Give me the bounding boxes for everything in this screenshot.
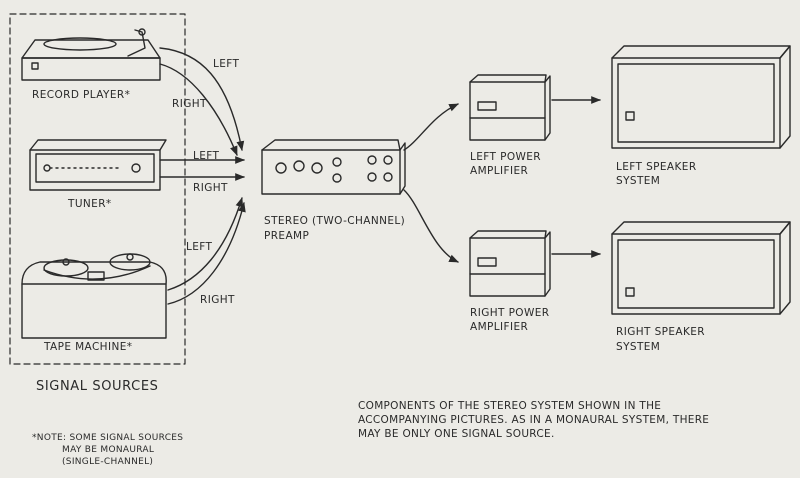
caption-line3: MAY BE ONLY ONE SIGNAL SOURCE. bbox=[358, 428, 555, 440]
tuner-illustration bbox=[29, 139, 167, 191]
left-speaker-label-line1: LEFT SPEAKER bbox=[616, 161, 697, 173]
amp-to-speaker-lines bbox=[551, 96, 601, 258]
left-speaker-illustration bbox=[611, 45, 791, 149]
tape-left-line bbox=[167, 197, 244, 291]
preamp-to-amp-lines bbox=[403, 103, 459, 263]
note-line3: (SINGLE-CHANNEL) bbox=[62, 457, 154, 467]
signal-sources-box bbox=[9, 13, 186, 365]
note-line2: MAY BE MONAURAL bbox=[62, 445, 155, 455]
record-left-line bbox=[159, 47, 245, 151]
left-speaker-label-line2: SYSTEM bbox=[616, 175, 661, 187]
tape-machine-label: TAPE MACHINE* bbox=[44, 341, 133, 353]
tape-right-line bbox=[167, 202, 246, 305]
record-right-line bbox=[159, 63, 238, 156]
caption-line1: COMPONENTS OF THE STEREO SYSTEM SHOWN IN… bbox=[358, 400, 662, 412]
right-speaker-label-line2: SYSTEM bbox=[616, 341, 661, 353]
right-amp-label-line1: RIGHT POWER bbox=[470, 307, 550, 319]
right-speaker-illustration bbox=[611, 221, 791, 315]
left-amp-label-line2: AMPLIFIER bbox=[470, 165, 529, 177]
left-amp-label-line1: LEFT POWER bbox=[470, 151, 541, 163]
tuner-left-label: LEFT bbox=[193, 150, 220, 162]
tuner-label: TUNER* bbox=[68, 198, 112, 210]
left-amp-illustration bbox=[469, 74, 551, 141]
preamp-label-line1: STEREO (TWO-CHANNEL) bbox=[264, 215, 406, 227]
right-amp-illustration bbox=[469, 230, 551, 297]
preamp-label-line2: PREAMP bbox=[264, 230, 310, 242]
caption-line2: ACCOMPANYING PICTURES. AS IN A MONAURAL … bbox=[358, 414, 710, 426]
tape-machine-illustration bbox=[21, 253, 167, 339]
preamp-illustration bbox=[261, 139, 406, 195]
tape-right-label: RIGHT bbox=[200, 294, 235, 306]
tape-left-label: LEFT bbox=[186, 241, 213, 253]
source-to-preamp-lines bbox=[159, 47, 246, 305]
record-right-label: RIGHT bbox=[172, 98, 207, 110]
record-left-label: LEFT bbox=[213, 58, 240, 70]
preamp-left-out-line bbox=[403, 103, 459, 151]
note-line1: *NOTE: SOME SIGNAL SOURCES bbox=[32, 433, 184, 443]
signal-sources-label: SIGNAL SOURCES bbox=[36, 379, 159, 394]
record-player-illustration bbox=[21, 28, 161, 81]
right-amp-label-line2: AMPLIFIER bbox=[470, 321, 529, 333]
record-player-label: RECORD PLAYER* bbox=[32, 89, 131, 101]
preamp-right-out-line bbox=[403, 189, 459, 263]
right-speaker-label-line1: RIGHT SPEAKER bbox=[616, 326, 706, 338]
tuner-right-label: RIGHT bbox=[193, 182, 228, 194]
